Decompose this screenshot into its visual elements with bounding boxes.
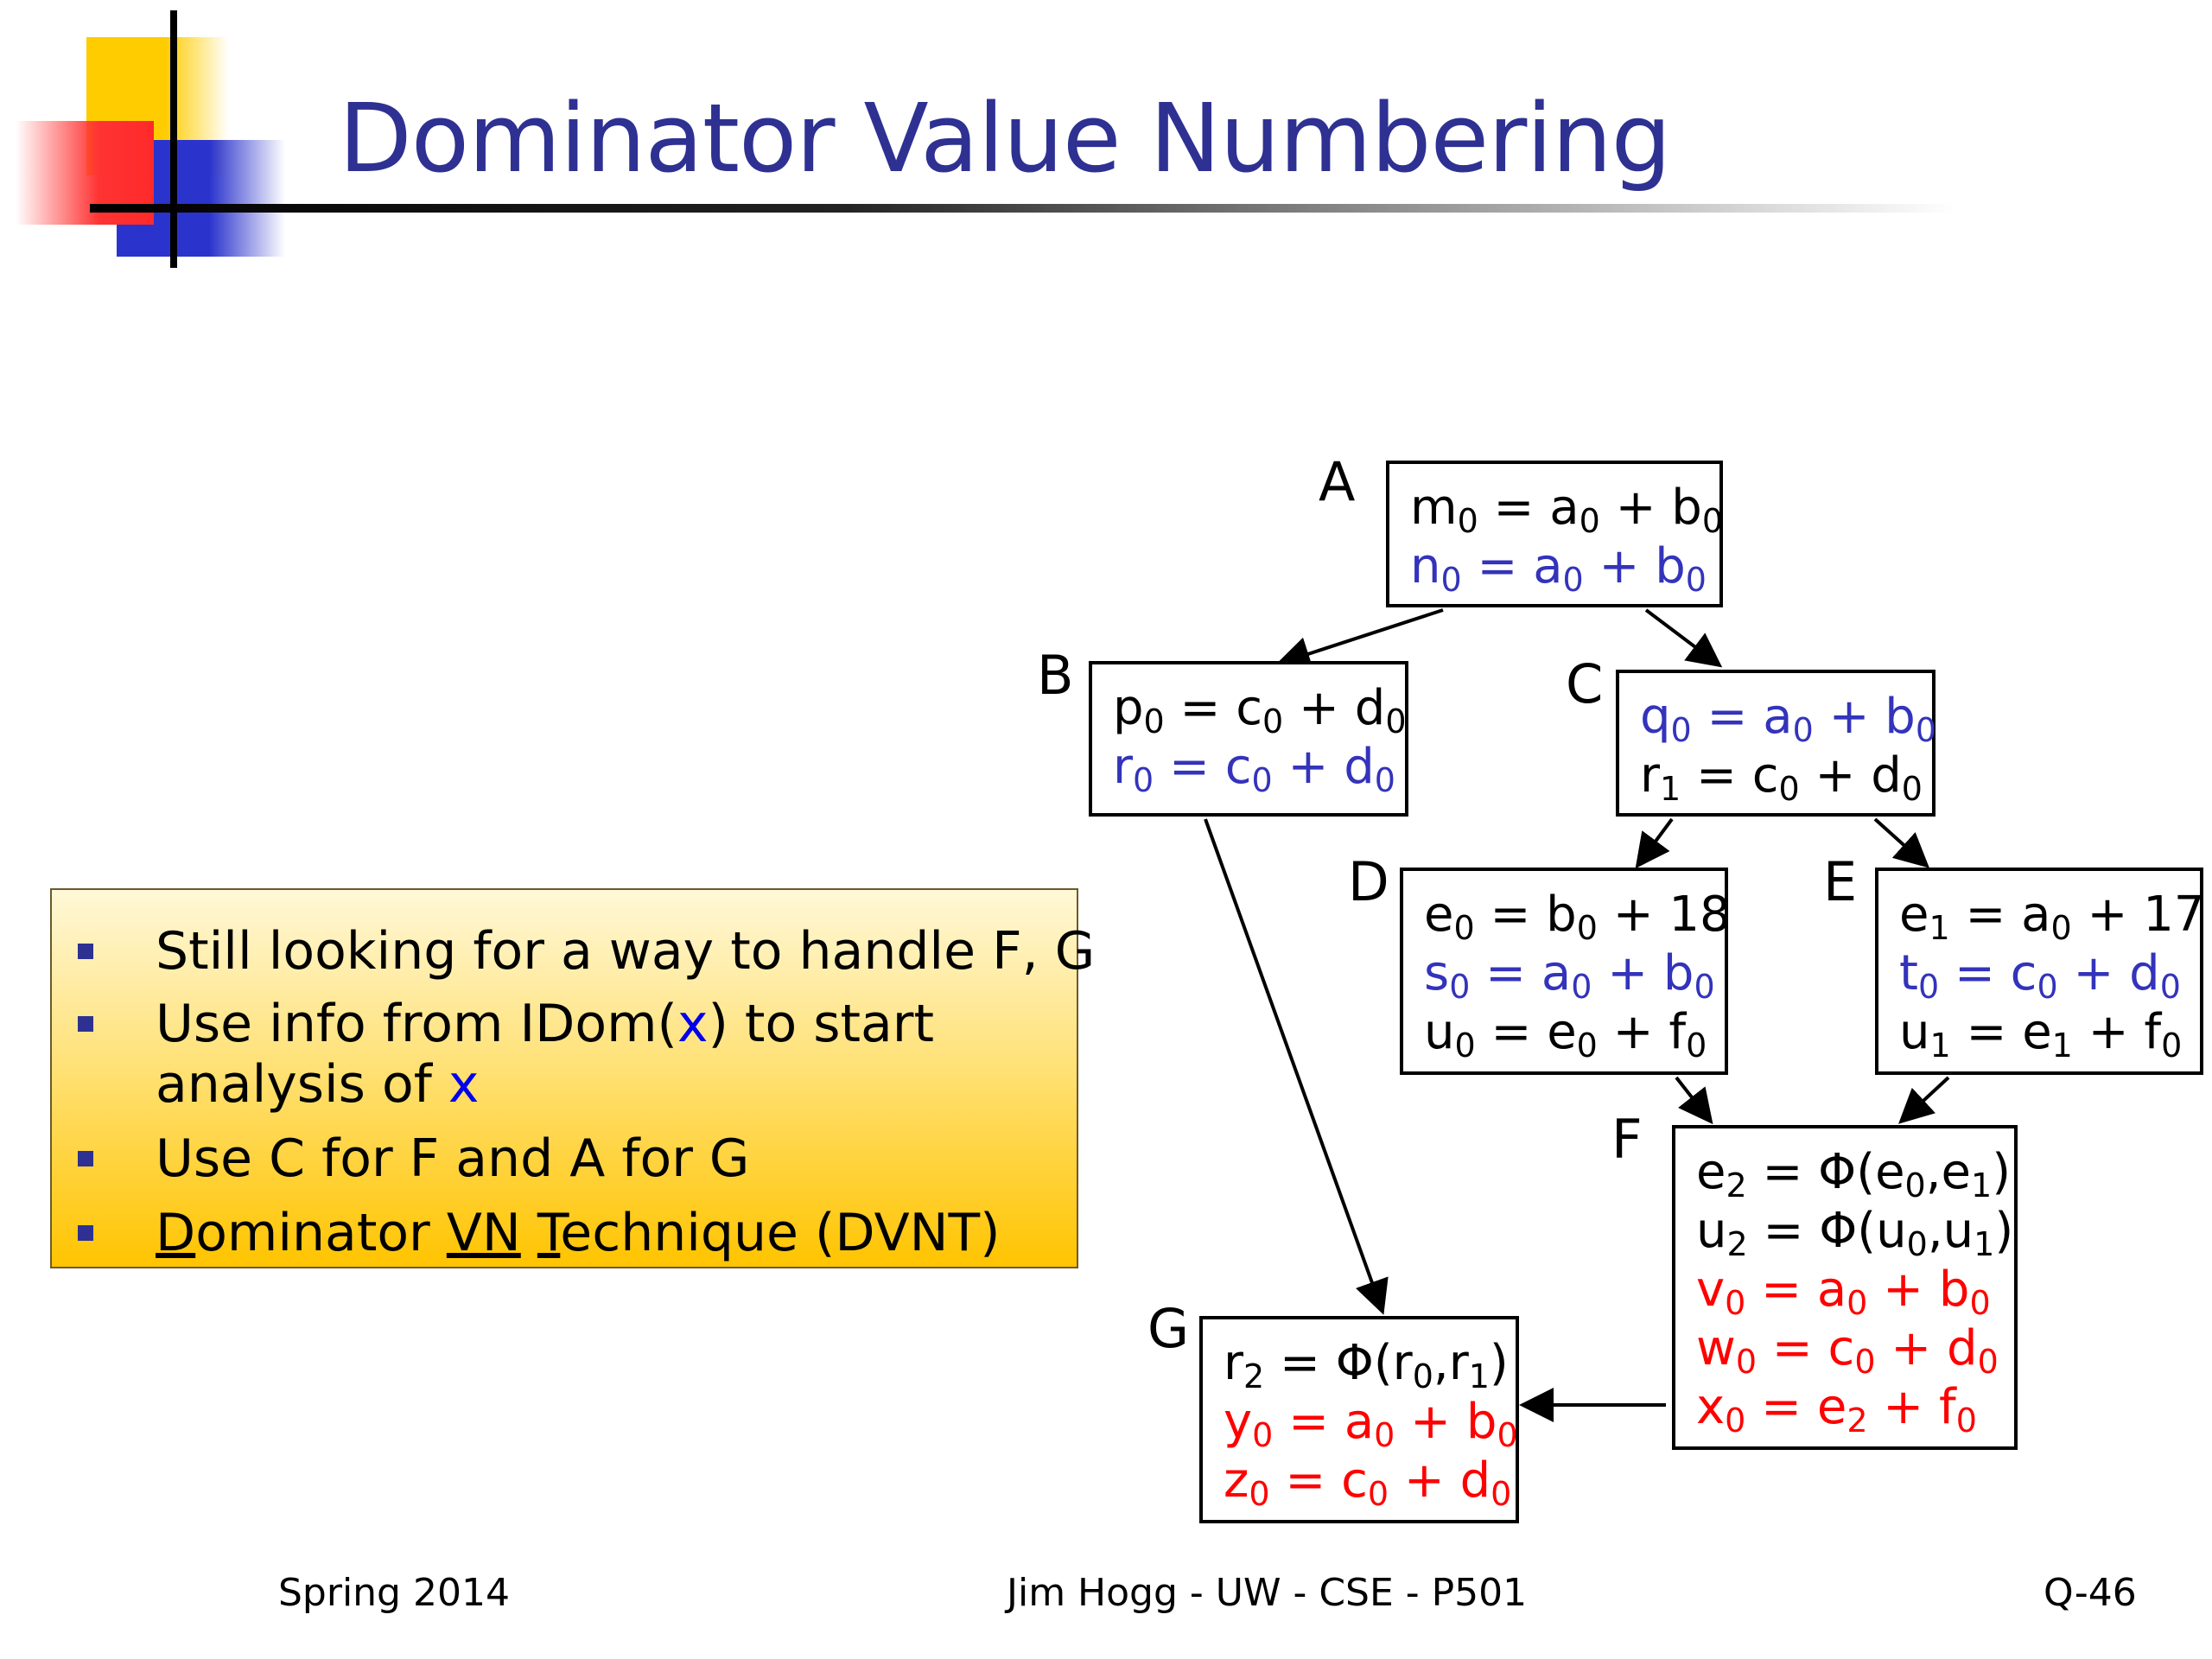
node-label-f: F <box>1611 1108 1643 1171</box>
text-run: echnique (DVNT) <box>560 1203 1001 1263</box>
bullet-marker <box>78 1151 93 1166</box>
node-label-b: B <box>1037 644 1074 707</box>
instruction: w0 = c0 + d0 <box>1696 1320 1999 1381</box>
instruction: n0 = a0 + b0 <box>1410 538 1707 599</box>
bullet-text: Still looking for a way to handle F, G <box>156 921 1095 982</box>
instruction: e1 = a0 + 17 <box>1899 887 2205 947</box>
text-run: analysis of <box>156 1054 448 1115</box>
text-run: Still looking for a way to handle F, G <box>156 921 1096 982</box>
text-run: ominator <box>195 1203 447 1263</box>
bullet-text: Use info from IDom(x) to start <box>156 994 934 1054</box>
text-run: Use info from IDom( <box>156 994 677 1054</box>
bullet-text: Use C for F and A for G <box>156 1128 749 1189</box>
instruction: e2 = Φ(e0,e1) <box>1696 1144 2012 1205</box>
edge-b-g <box>1204 818 1389 1315</box>
instruction: t0 = c0 + d0 <box>1899 945 2181 1006</box>
node-label-c: C <box>1566 652 1604 715</box>
instruction: u0 = e0 + f0 <box>1424 1004 1707 1065</box>
text-run: Use C for F and A for G <box>156 1128 750 1189</box>
title-underline <box>90 204 1956 213</box>
instruction: x0 = e2 + f0 <box>1696 1379 1977 1440</box>
instruction: z0 = c0 + d0 <box>1224 1452 1512 1513</box>
bullet-marker <box>78 944 93 959</box>
edge-e-f <box>1898 1076 1950 1124</box>
edge-c-e <box>1873 817 1929 868</box>
footer-date: Spring 2014 <box>278 1571 510 1615</box>
node-label-a: A <box>1319 450 1356 513</box>
instruction: m0 = a0 + b0 <box>1410 480 1724 540</box>
highlight-text: x <box>448 1054 480 1115</box>
edge-a-b <box>1275 608 1444 671</box>
node-label-d: D <box>1348 850 1389 913</box>
bullet-marker <box>78 1225 93 1241</box>
text-run: T <box>537 1203 561 1263</box>
instruction: s0 = a0 + b0 <box>1424 945 1715 1006</box>
edge-a-c <box>1644 608 1723 668</box>
instruction: e0 = b0 + 18 <box>1424 887 1731 947</box>
node-label-e: E <box>1823 850 1858 913</box>
instruction: p0 = c0 + d0 <box>1113 680 1407 741</box>
bullet-box: Still looking for a way to handle F, G U… <box>50 888 1095 1268</box>
instruction: v0 = a0 + b0 <box>1696 1262 1991 1322</box>
highlight-text: x <box>677 994 709 1054</box>
instruction: r0 = c0 + d0 <box>1113 739 1395 799</box>
instruction: u2 = Φ(u0,u1) <box>1696 1203 2014 1263</box>
instruction: r2 = Φ(r0,r1) <box>1224 1335 1509 1395</box>
edge-c-d <box>1635 817 1674 869</box>
text-run: D <box>156 1203 196 1263</box>
bullet-text-continued: analysis of x <box>156 1054 479 1115</box>
text-run: ) to start <box>708 994 934 1054</box>
instruction: r1 = c0 + d0 <box>1640 747 1923 808</box>
instruction: q0 = a0 + b0 <box>1640 689 1937 749</box>
slide-title: Dominator Value Numbering <box>339 83 1671 194</box>
node-label-g: G <box>1147 1297 1190 1360</box>
bullet-text: Dominator VN Technique (DVNT) <box>156 1203 1001 1263</box>
footer-slide-number: Q-46 <box>2044 1571 2137 1615</box>
edge-d-f <box>1675 1076 1713 1125</box>
bullet-marker <box>78 1016 93 1032</box>
instruction: u1 = e1 + f0 <box>1899 1004 2183 1065</box>
instruction: y0 = a0 + b0 <box>1224 1394 1518 1454</box>
footer-author: Jim Hogg - UW - CSE - P501 <box>1007 1571 1528 1615</box>
logo-vertical-line <box>170 10 177 268</box>
text-run: VN <box>446 1203 521 1263</box>
